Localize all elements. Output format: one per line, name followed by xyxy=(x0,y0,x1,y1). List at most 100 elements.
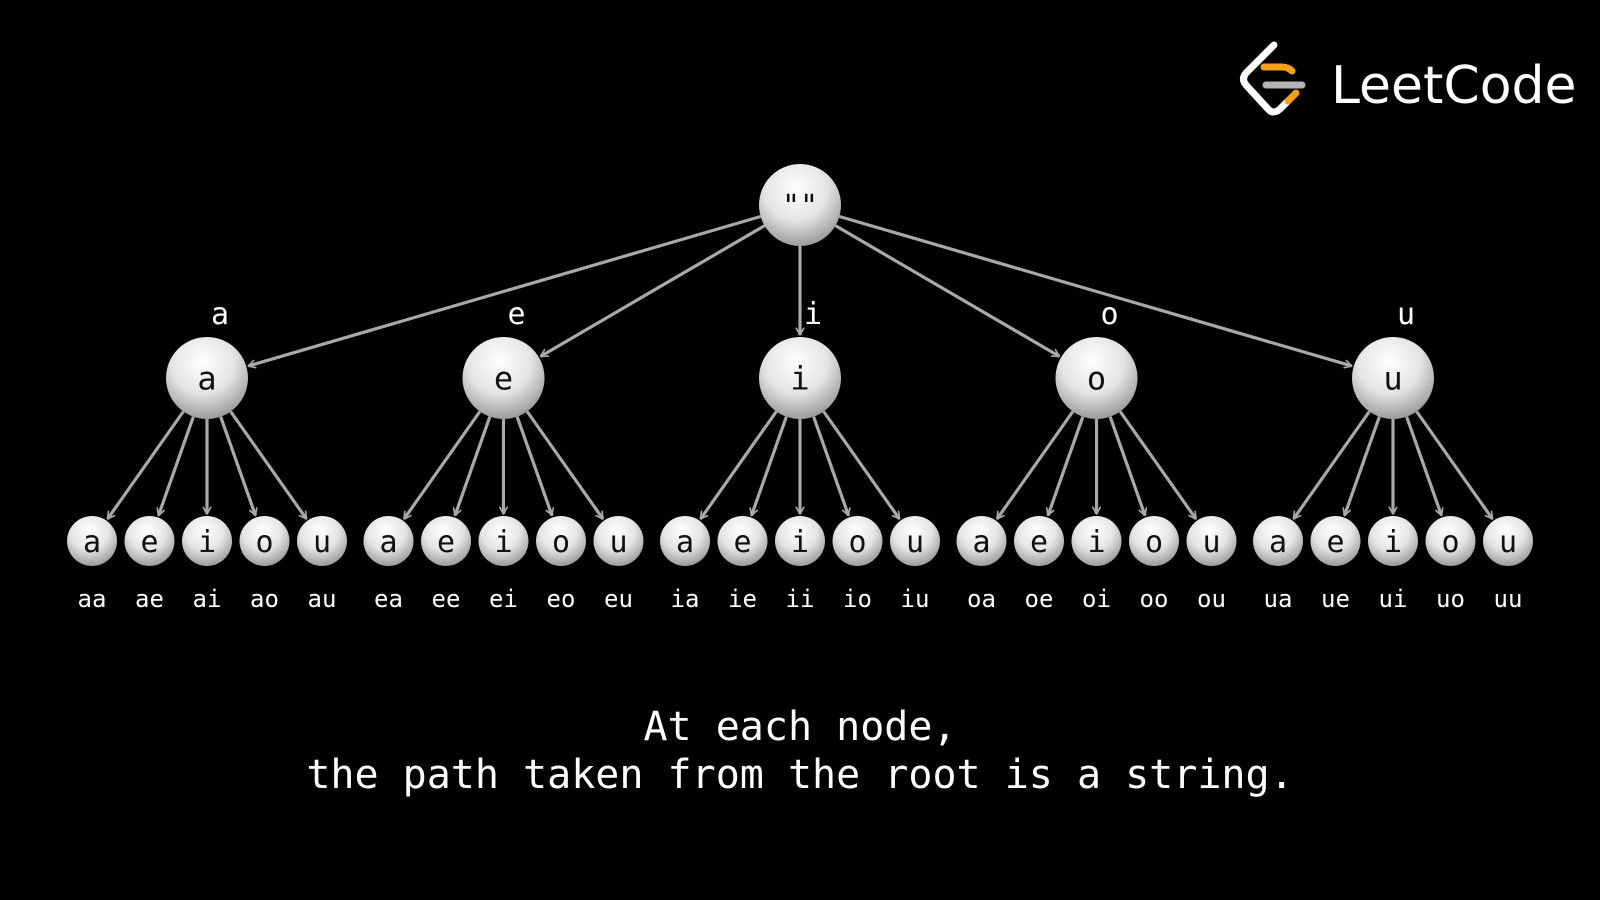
edge-root-o xyxy=(834,224,1059,358)
edge-e-u xyxy=(525,410,605,520)
edge-label-o: o xyxy=(1100,297,1118,332)
string-label-ui: ui xyxy=(1379,585,1408,613)
string-label-eu: eu xyxy=(604,585,633,613)
leaf-node-oe xyxy=(1014,516,1064,566)
string-label-oi: oi xyxy=(1082,585,1111,613)
string-label-oa: oa xyxy=(967,585,996,613)
leaf-node-ou xyxy=(1186,516,1237,566)
edge-label-a: a xyxy=(211,297,229,332)
leaf-node-ue xyxy=(1310,516,1361,566)
leaf-node-ai xyxy=(182,516,232,566)
leaf-node-oo xyxy=(1129,516,1179,566)
string-label-ue: ue xyxy=(1321,585,1350,613)
leaf-node-ui xyxy=(1368,516,1418,566)
leaf-node-aa-label: a xyxy=(83,525,101,560)
string-label-ea: ea xyxy=(374,585,403,613)
brand-name: LeetCode xyxy=(1331,56,1577,116)
leaf-node-ao-label: o xyxy=(255,525,273,560)
string-label-ua: ua xyxy=(1264,585,1293,613)
leetcode-logo-icon xyxy=(1240,41,1306,116)
leaf-node-oo-label: o xyxy=(1145,525,1163,560)
node-o-label: o xyxy=(1087,360,1106,398)
leaf-node-eu-label: u xyxy=(609,525,627,560)
leaf-node-ee-label: e xyxy=(437,525,455,560)
string-label-uo: uo xyxy=(1436,585,1465,613)
node-u xyxy=(1352,337,1434,419)
node-e-label: e xyxy=(494,360,513,398)
edge-u-o xyxy=(1405,416,1442,516)
edge-u-u xyxy=(1415,410,1494,520)
leaf-node-ui-label: i xyxy=(1384,525,1402,560)
edges-layer xyxy=(106,214,1494,520)
leaf-node-ia xyxy=(660,516,710,566)
leaf-node-ae-label: e xyxy=(140,525,158,560)
leaf-node-ea xyxy=(363,516,414,566)
edge-root-a xyxy=(248,214,762,365)
string-label-eo: eo xyxy=(547,585,576,613)
edge-a-o xyxy=(219,416,256,516)
leaf-node-ea-label: a xyxy=(379,525,397,560)
edge-i-o xyxy=(812,416,849,516)
string-label-ee: ee xyxy=(432,585,461,613)
leaf-node-ou-label: u xyxy=(1202,525,1220,560)
caption-line-1: At each node, xyxy=(643,704,957,750)
edge-i-u xyxy=(822,410,901,520)
string-label-ia: ia xyxy=(671,585,700,613)
string-label-ii: ii xyxy=(786,585,815,613)
leaf-node-au-label: u xyxy=(313,525,331,560)
string-label-ie: ie xyxy=(728,585,757,613)
edge-u-a xyxy=(1292,410,1371,520)
leaf-node-ei xyxy=(478,516,529,566)
leaf-node-ai-label: i xyxy=(198,525,216,560)
leaf-node-ua-label: a xyxy=(1269,525,1287,560)
edge-label-i: i xyxy=(804,297,822,332)
root-node xyxy=(759,164,841,246)
leaf-node-oe-label: e xyxy=(1030,525,1048,560)
leaf-node-ei-label: i xyxy=(494,525,512,560)
leaf-node-ua xyxy=(1253,516,1303,566)
leaf-node-ue-label: e xyxy=(1326,525,1344,560)
leaf-node-aa xyxy=(67,516,117,566)
edge-label-u: u xyxy=(1397,297,1415,332)
leaf-node-ie xyxy=(717,516,768,566)
edge-o-a xyxy=(995,410,1075,520)
node-i xyxy=(759,337,841,419)
leaf-node-au xyxy=(297,516,347,566)
leaf-node-eo-label: o xyxy=(552,525,570,560)
leaf-node-ae xyxy=(124,516,175,566)
edge-a-e xyxy=(158,416,195,516)
leaf-node-oi xyxy=(1071,516,1122,566)
string-label-ou: ou xyxy=(1197,585,1226,613)
leetcode-logo: LeetCode xyxy=(1240,41,1577,116)
node-i-label: i xyxy=(790,360,809,398)
leaf-node-ii-label: i xyxy=(791,525,809,560)
leaf-node-io xyxy=(832,516,883,566)
node-a xyxy=(166,337,248,419)
string-label-ei: ei xyxy=(489,585,518,613)
string-label-iu: iu xyxy=(901,585,930,613)
edge-o-u xyxy=(1118,410,1198,520)
node-e xyxy=(462,337,545,419)
leaf-node-uu xyxy=(1483,516,1533,566)
leaf-node-eo xyxy=(536,516,586,566)
leaf-node-ia-label: a xyxy=(676,525,694,560)
edge-o-o xyxy=(1108,416,1145,516)
edge-i-a xyxy=(699,410,778,520)
edge-root-e xyxy=(541,224,766,358)
edge-e-e xyxy=(455,416,492,516)
string-label-io: io xyxy=(843,585,872,613)
leaf-node-uu-label: u xyxy=(1499,525,1517,560)
string-label-ai: ai xyxy=(193,585,222,613)
edge-i-e xyxy=(751,416,788,516)
leaf-node-oi-label: i xyxy=(1087,525,1105,560)
edge-a-a xyxy=(106,410,185,520)
leaf-node-oa xyxy=(956,516,1007,566)
leaf-node-io-label: o xyxy=(848,525,866,560)
leaf-node-ao xyxy=(239,516,290,566)
string-label-ae: ae xyxy=(135,585,164,613)
string-label-uu: uu xyxy=(1494,585,1523,613)
edge-root-u xyxy=(838,214,1351,365)
